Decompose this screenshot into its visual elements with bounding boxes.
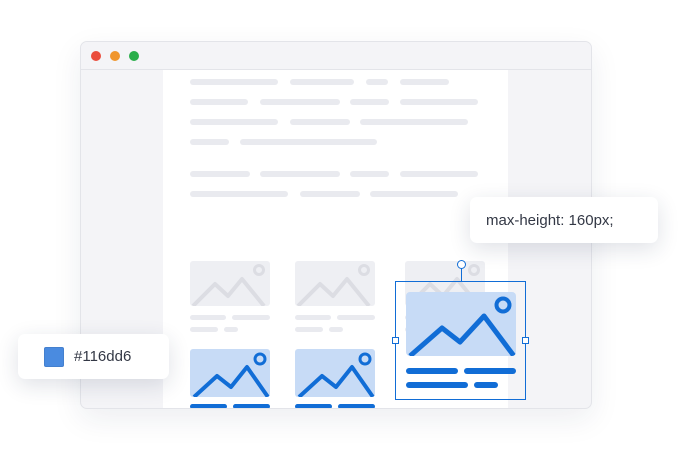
text-line <box>260 171 340 177</box>
image-card[interactable] <box>190 349 270 397</box>
text-line <box>400 99 478 105</box>
tooltip-text: max-height: 160px; <box>486 211 614 229</box>
caption-line <box>190 404 227 408</box>
caption-line <box>406 382 468 388</box>
rotate-connector <box>461 268 462 282</box>
maximize-dot[interactable] <box>129 51 139 61</box>
text-line <box>400 79 449 85</box>
text-line <box>290 79 354 85</box>
image-icon <box>191 264 266 306</box>
selected-image-card[interactable] <box>392 260 529 400</box>
text-line <box>350 99 389 105</box>
caption-line <box>233 404 270 408</box>
caption-line <box>337 315 375 320</box>
close-dot[interactable] <box>91 51 101 61</box>
color-hex-label: #116dd6 <box>74 348 132 365</box>
caption-line <box>295 315 331 320</box>
text-line <box>190 79 278 85</box>
minimize-dot[interactable] <box>110 51 120 61</box>
text-line <box>260 99 340 105</box>
window-titlebar <box>81 42 591 70</box>
caption-line <box>295 404 332 408</box>
text-line <box>190 99 248 105</box>
caption-line <box>464 368 516 374</box>
color-swatch[interactable] <box>44 346 64 367</box>
caption-line <box>224 327 238 332</box>
image-icon <box>408 296 516 356</box>
image-card-placeholder <box>295 261 375 306</box>
color-swatch-card[interactable]: #116dd6 <box>18 334 169 379</box>
text-line <box>190 119 278 125</box>
text-line <box>290 119 350 125</box>
text-line <box>300 191 360 197</box>
caption-line <box>190 315 226 320</box>
text-line <box>366 79 388 85</box>
caption-line <box>329 327 343 332</box>
caption-line <box>295 327 323 332</box>
text-line <box>190 171 250 177</box>
image-icon <box>192 352 270 397</box>
text-line <box>240 139 377 145</box>
image-icon <box>296 264 371 306</box>
caption-line <box>232 315 270 320</box>
rotate-handle[interactable] <box>457 260 466 269</box>
text-line <box>350 171 389 177</box>
css-property-tooltip: max-height: 160px; <box>470 197 658 243</box>
caption-line <box>190 327 218 332</box>
resize-handle-left[interactable] <box>392 337 399 344</box>
image-card[interactable] <box>295 349 375 397</box>
image-icon <box>297 352 375 397</box>
text-line <box>190 139 229 145</box>
text-line <box>190 191 288 197</box>
text-line <box>370 191 458 197</box>
resize-handle-right[interactable] <box>522 337 529 344</box>
caption-line <box>474 382 498 388</box>
image-card-placeholder <box>190 261 270 306</box>
selected-image[interactable] <box>406 292 516 356</box>
caption-line <box>338 404 375 408</box>
text-line <box>360 119 468 125</box>
caption-line <box>406 368 458 374</box>
text-line <box>400 171 478 177</box>
